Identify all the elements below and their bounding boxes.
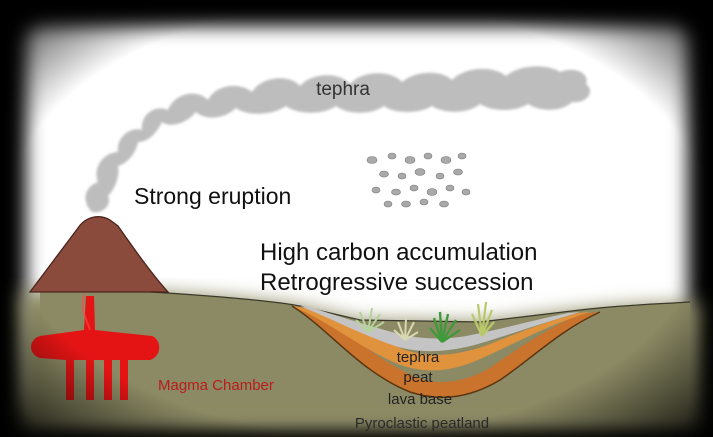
bottom-caption: Pyroclastic peatland	[355, 415, 489, 432]
retrogressive-label: Retrogressive succession	[260, 269, 533, 296]
layer-peat-label: peat	[403, 369, 433, 386]
strong-eruption-label: Strong eruption	[134, 183, 291, 209]
layer-tephra-label: tephra	[397, 349, 440, 366]
high-carbon-label: High carbon accumulation	[260, 239, 538, 266]
magma-chamber-label: Magma Chamber	[158, 377, 274, 394]
layer-lava-base-label: lava base	[388, 391, 452, 408]
tephra-cloud-label: tephra	[316, 79, 370, 100]
